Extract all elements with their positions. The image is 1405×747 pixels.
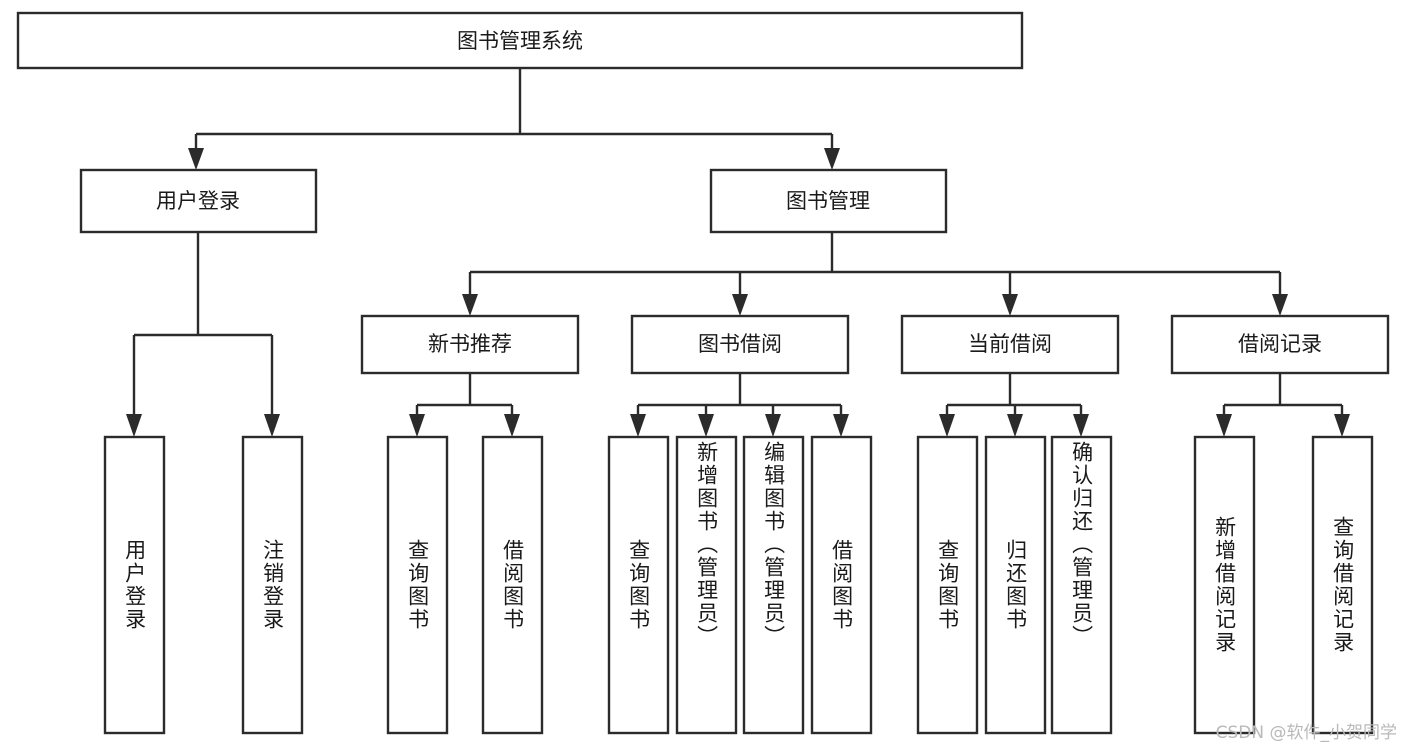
- leaf-user-login-0[interactable]: [103, 435, 166, 735]
- leaf-user-login-1[interactable]: [241, 435, 304, 735]
- connector-currentborrow-to-leaves: [939, 373, 1089, 437]
- node-root-label: 图书管理系统: [457, 29, 583, 53]
- node-user-login[interactable]: [79, 168, 318, 234]
- node-root[interactable]: [16, 11, 1024, 70]
- connector-userlogin-to-leaves: [126, 232, 280, 437]
- node-current-borrow[interactable]: [900, 314, 1120, 375]
- leaf-current-borrow-1[interactable]: [984, 435, 1047, 735]
- connector-newbook-to-leaves: [409, 373, 520, 437]
- connector-bookmgmt-to-level3: [462, 232, 1288, 316]
- leaf-current-borrow-2[interactable]: [1050, 435, 1113, 735]
- node-book-management[interactable]: [709, 168, 948, 234]
- leaf-book-borrow-2[interactable]: [742, 435, 805, 735]
- connector-root-to-level2: [188, 68, 840, 170]
- node-user-login-label: 用户登录: [156, 189, 240, 213]
- node-borrow-record-label: 借阅记录: [1238, 332, 1322, 356]
- leaf-new-book-0[interactable]: [386, 435, 449, 735]
- leaf-current-borrow-0[interactable]: [916, 435, 979, 735]
- node-book-borrow-label: 图书借阅: [698, 332, 782, 356]
- leaf-borrow-record-1[interactable]: [1311, 435, 1374, 735]
- leaf-book-borrow-3[interactable]: [810, 435, 873, 735]
- node-borrow-record[interactable]: [1170, 314, 1390, 375]
- watermark-text: CSDN @软件_小贺同学: [1215, 723, 1397, 743]
- leaf-book-borrow-0[interactable]: [607, 435, 670, 735]
- connector-borrowrecord-to-leaves: [1216, 373, 1350, 437]
- leaf-borrow-record-0[interactable]: [1193, 435, 1256, 735]
- leaf-new-book-1[interactable]: [481, 435, 544, 735]
- leaf-book-borrow-1[interactable]: [675, 435, 738, 735]
- connector-bookborrow-to-leaves: [630, 373, 849, 437]
- node-new-book-recommend-label: 新书推荐: [428, 332, 512, 356]
- node-new-book-recommend[interactable]: [360, 314, 580, 375]
- node-current-borrow-label: 当前借阅: [968, 332, 1052, 356]
- node-book-management-label: 图书管理: [786, 189, 870, 213]
- node-book-borrow[interactable]: [630, 314, 850, 375]
